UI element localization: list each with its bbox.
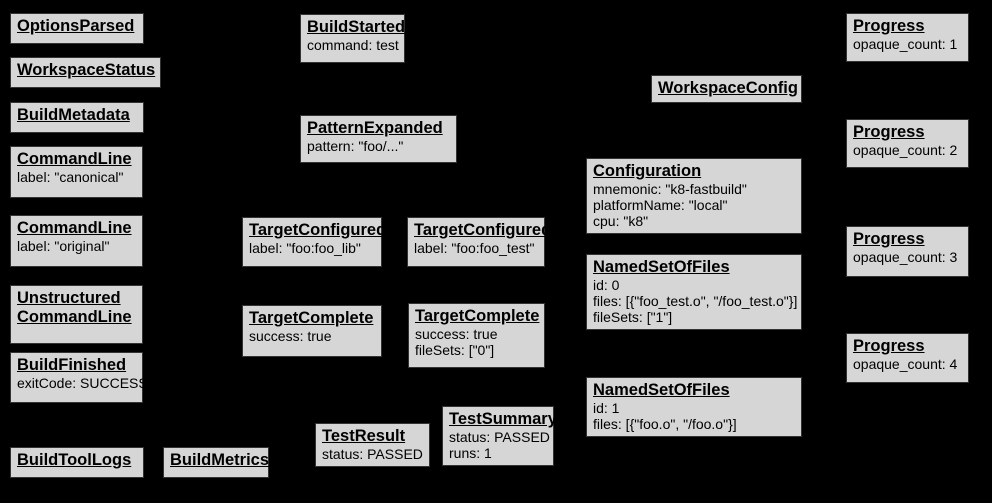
node-title: Progress [853, 17, 925, 35]
node-title: Progress [853, 337, 925, 355]
node-title: TargetComplete [415, 307, 540, 325]
node-detail-line: runs: 1 [449, 445, 492, 461]
node-build-metadata: BuildMetadata [10, 102, 144, 133]
node-workspace-config: WorkspaceConfig [651, 75, 802, 103]
node-title: Configuration [593, 162, 702, 180]
node-title: TestSummary [449, 410, 557, 428]
node-title: NamedSetOfFiles [593, 381, 730, 399]
node-title: TestResult [322, 427, 406, 445]
node-detail-line: label: "canonical" [17, 169, 124, 185]
node-title: WorkspaceConfig [658, 79, 798, 97]
node-title: Unstructured [17, 289, 121, 307]
node-detail-line: label: "foo:foo_test" [414, 240, 535, 256]
node-title: NamedSetOfFiles [593, 258, 730, 276]
node-detail-line: label: "original" [17, 238, 110, 254]
node-title: TargetComplete [249, 309, 374, 327]
node-detail-line: label: "foo:foo_lib" [249, 240, 361, 256]
node-detail-line: fileSets: ["0"] [415, 342, 495, 358]
node-detail-line: files: [{"foo_test.o", "/foo_test.o"}] [593, 293, 798, 309]
node-build-metrics: BuildMetrics [163, 447, 269, 478]
node-title: BuildMetadata [17, 106, 130, 124]
node-options-parsed: OptionsParsed [10, 13, 144, 44]
node-detail-line: success: true [249, 328, 332, 344]
node-detail-line: cpu: "k8" [593, 213, 649, 229]
node-build-tool-logs: BuildToolLogs [10, 447, 144, 478]
node-detail-line: status: PASSED [449, 429, 550, 445]
node-workspace-status: WorkspaceStatus [10, 57, 161, 88]
node-detail-line: success: true [415, 326, 498, 342]
node-detail-line: command: test [307, 37, 399, 53]
node-detail-line: platformName: "local" [593, 197, 728, 213]
node-title: PatternExpanded [307, 119, 443, 137]
node-detail-line: pattern: "foo/..." [307, 138, 404, 154]
node-title: Progress [853, 230, 925, 248]
node-title: WorkspaceStatus [17, 61, 156, 79]
node-detail-line: files: [{"foo.o", "/foo.o"}] [593, 416, 737, 432]
node-title: CommandLine [17, 219, 132, 237]
node-title: CommandLine [17, 308, 132, 326]
node-title: TargetConfigured [249, 221, 387, 239]
node-title: BuildFinished [17, 356, 127, 374]
node-detail-line: status: PASSED [322, 446, 423, 462]
node-title: OptionsParsed [17, 17, 135, 35]
node-detail-line: opaque_count: 4 [853, 356, 958, 372]
node-title: Progress [853, 123, 925, 141]
node-title: BuildStarted [307, 18, 406, 36]
node-title: BuildToolLogs [17, 451, 132, 469]
node-detail-line: fileSets: ["1"] [593, 309, 673, 325]
node-detail-line: mnemonic: "k8-fastbuild" [593, 181, 747, 197]
node-detail-line: id: 1 [593, 400, 620, 416]
node-detail-line: opaque_count: 1 [853, 36, 958, 52]
node-detail-line: opaque_count: 2 [853, 142, 958, 158]
node-title: TargetConfigured [414, 221, 552, 239]
node-title: BuildMetrics [170, 451, 270, 469]
node-detail-line: exitCode: SUCCESS [17, 375, 148, 391]
node-detail-line: opaque_count: 3 [853, 249, 958, 265]
node-detail-line: id: 0 [593, 277, 620, 293]
node-title: CommandLine [17, 150, 132, 168]
